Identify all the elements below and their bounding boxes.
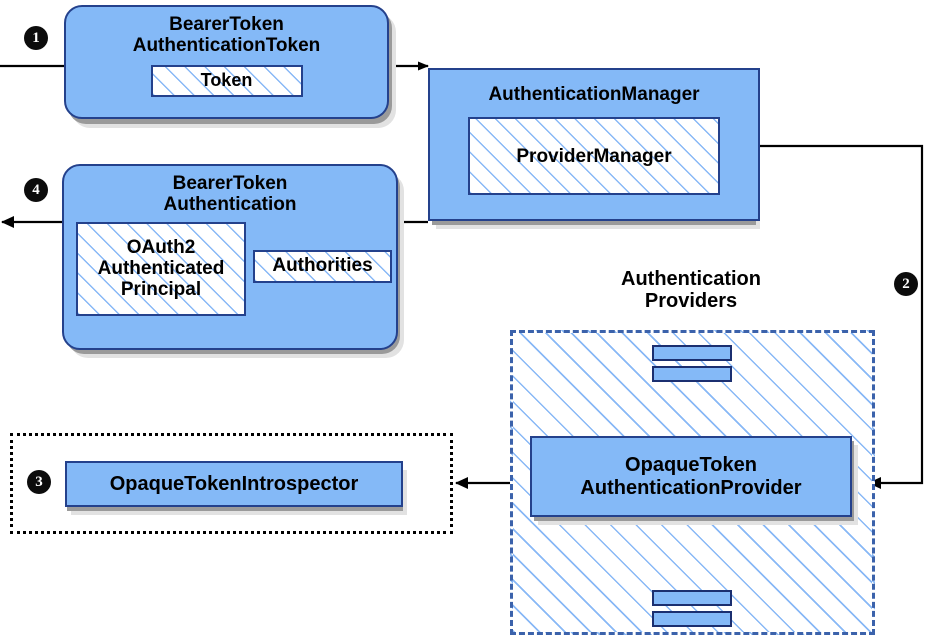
node-bearer-token-authentication[interactable]: BearerToken Authentication OAuth2 Authen…: [62, 164, 398, 350]
opaque-token-introspector-container: [10, 433, 453, 534]
provider-bar: [652, 590, 732, 606]
authentication-manager-title: AuthenticationManager: [488, 84, 700, 105]
field-provider-manager-label: ProviderManager: [516, 145, 672, 167]
field-authorities-label: Authorities: [272, 255, 373, 277]
bearer-token-authentication-title: BearerToken Authentication: [163, 173, 297, 216]
field-token-label: Token: [200, 70, 253, 91]
provider-bar: [652, 345, 732, 361]
step-badge-4: 4: [24, 178, 48, 202]
bearer-token-authentication-token-title: BearerToken AuthenticationToken: [132, 14, 321, 57]
step-badge-3: 3: [27, 470, 51, 494]
step-badge-2: 2: [894, 272, 918, 296]
provider-stack-bottom: [652, 590, 732, 627]
node-bearer-token-authentication-token[interactable]: BearerToken AuthenticationToken Token: [64, 5, 389, 119]
node-opaque-token-authentication-provider[interactable]: OpaqueToken AuthenticationProvider: [530, 436, 852, 517]
provider-bar: [652, 611, 732, 627]
field-authorities: Authorities: [253, 249, 392, 283]
node-authentication-manager[interactable]: AuthenticationManager ProviderManager: [428, 68, 760, 221]
field-token: Token: [150, 64, 303, 97]
provider-bar: [652, 366, 732, 382]
opaque-token-authentication-provider-title: OpaqueToken AuthenticationProvider: [580, 454, 802, 499]
field-oauth2-authenticated-principal-label: OAuth2 Authenticated Principal: [97, 236, 225, 301]
opaque-token-introspector-title: OpaqueTokenIntrospector: [109, 472, 359, 495]
provider-stack-top: [652, 345, 732, 382]
field-oauth2-authenticated-principal: OAuth2 Authenticated Principal: [76, 221, 246, 316]
node-opaque-token-introspector[interactable]: OpaqueTokenIntrospector: [65, 461, 403, 507]
step-badge-1: 1: [24, 26, 48, 50]
authentication-providers-title: Authentication Providers: [621, 268, 761, 313]
field-provider-manager: ProviderManager: [468, 117, 720, 196]
